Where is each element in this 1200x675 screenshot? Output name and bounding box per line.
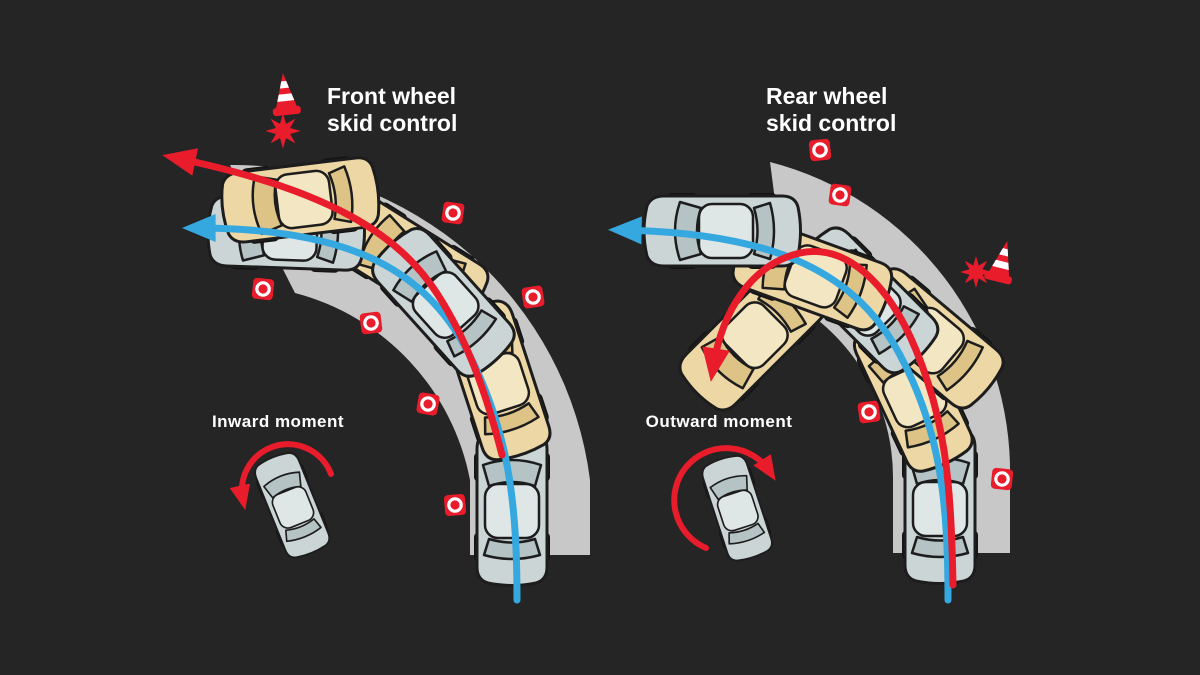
track-marker-icon (519, 283, 547, 311)
skid-path-arrow (162, 148, 506, 459)
track-marker-icon (442, 492, 468, 518)
traffic-cone-icon (269, 72, 301, 117)
track-marker-icon (439, 199, 467, 227)
outward-moment-arrow (671, 445, 776, 551)
moment-demo-car (248, 446, 336, 564)
controlled-path-arrow (608, 216, 952, 604)
track-marker-icon (855, 398, 883, 426)
panel-title-front-line1: Front wheel (327, 83, 456, 109)
outward-moment-group: Outward moment (646, 412, 793, 567)
skid-path-arrow (702, 248, 957, 589)
track-marker-icon (988, 465, 1016, 493)
track-marker-icon (414, 390, 442, 418)
impact-star-icon (265, 113, 301, 149)
panel-title-front-line2: skid control (327, 110, 457, 136)
panel-front-wheel-skid: Front wheel skid control Inward moment (162, 72, 590, 604)
panel-title-rear-line1: Rear wheel (766, 83, 887, 109)
track-marker-icon (249, 275, 277, 303)
panel-rear-wheel-skid: Rear wheel skid control Outward moment (608, 83, 1021, 604)
inward-moment-arrow (229, 441, 334, 511)
track-marker-icon (357, 309, 385, 337)
traffic-cone-icon (984, 238, 1021, 286)
track-marker-icon (806, 136, 834, 164)
outward-moment-label: Outward moment (646, 412, 793, 431)
inward-moment-group: Inward moment (212, 412, 344, 564)
panel-title-rear-line2: skid control (766, 110, 896, 136)
inward-moment-label: Inward moment (212, 412, 344, 431)
track-marker-icon (826, 181, 854, 209)
